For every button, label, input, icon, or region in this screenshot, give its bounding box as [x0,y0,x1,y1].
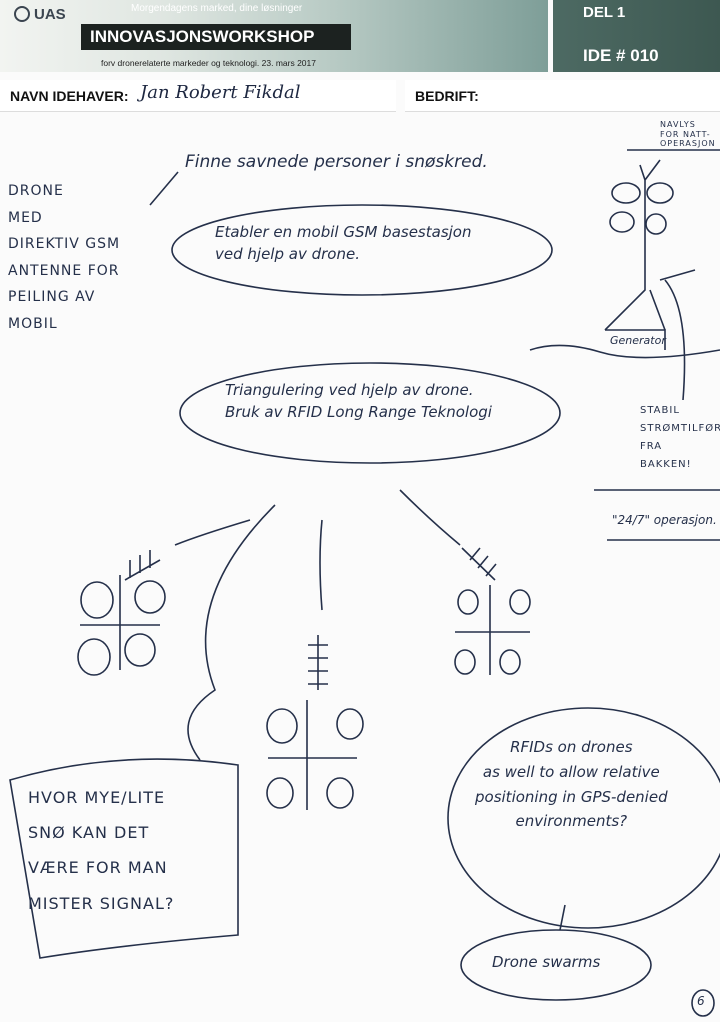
question-box [9,758,239,959]
owner-name: Jan Robert Fikdal [140,82,301,103]
generator-label: Generator [610,334,666,347]
part-label: DEL 1 [583,4,626,21]
drone-center [266,635,364,810]
bubble-triangulation [179,362,561,464]
drone-swarms-note: Drone swarms [492,953,601,971]
bubble-swarms [460,929,652,1001]
idea-number: IDE # 010 [583,46,659,65]
globe-icon [14,6,30,22]
drone-right [454,547,531,675]
owner-label: NAVN IDEHAVER: [10,88,129,104]
nav-lights-note: NAVLYS FOR NATT- OPERASJON [660,120,716,149]
company-field: BEDRIFT: [405,80,720,112]
drone-left [77,550,166,676]
headline-note: Finne savnede personer i snøskred. [185,152,488,172]
company-label: BEDRIFT: [415,88,479,104]
workshop-subtitle: forv dronerelaterte markeder og teknolog… [101,58,316,68]
directional-antenna-note: DRONE MED DIREKTIV GSM ANTENNE FOR PEILI… [8,183,121,332]
bubble-gsm [171,204,553,296]
logo-text: UAS [34,6,66,23]
snow-question-note: HVOR MYE/LITE SNØ KAN DET VÆRE FOR MAN M… [28,788,175,913]
operation-note: "24/7" operasjon. [612,513,717,527]
page-number: 6 [697,994,705,1008]
workshop-title: INNOVASJONSWORKSHOP [81,24,351,50]
owner-field: NAVN IDEHAVER: Jan Robert Fikdal [0,80,396,112]
tagline: Morgendagens marked, dine løsninger [131,3,303,14]
workshop-banner: UAS Morgendagens marked, dine løsninger … [0,0,548,72]
uas-logo: UAS [14,6,66,23]
gsm-station-note: Etabler en mobil GSM basestasjon ved hje… [215,223,472,263]
bubble-rfid [447,707,720,929]
rfid-note: RFIDs on drones as well to allow relativ… [475,738,668,831]
stable-power-note: STABIL STRØMTILFØREL FRA BAKKEN! [640,405,720,470]
idea-id-box: DEL 1 IDE # 010 [553,0,720,72]
mast-drone [529,149,720,541]
triangulation-note: Triangulering ved hjelp av drone. Bruk a… [225,381,492,421]
